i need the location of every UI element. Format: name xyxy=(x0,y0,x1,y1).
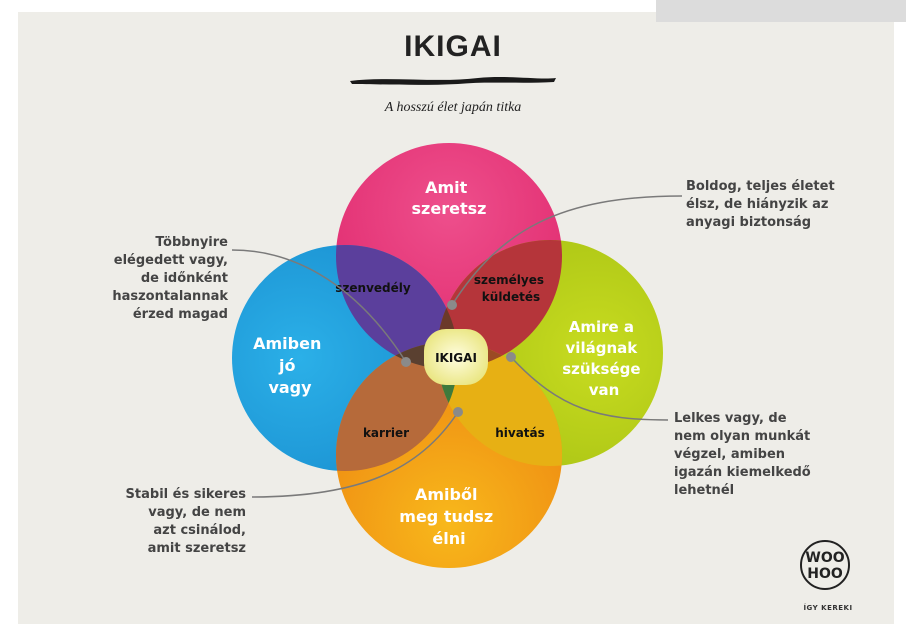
callout-line-bottom-right xyxy=(510,356,669,421)
callout-dot-bottom-right xyxy=(506,352,516,362)
logo-tagline: ÍGY KEREKI xyxy=(803,604,853,612)
label-world-needs: Amire a világnak szüksége van xyxy=(562,318,646,399)
label-vocation: hivatás xyxy=(495,426,545,440)
page-subtitle: A hosszú élet japán titka xyxy=(384,100,522,115)
note-bottom-right: Lelkes vagy, de nem olyan munkát végzel,… xyxy=(674,411,811,498)
ikigai-center xyxy=(424,329,488,385)
note-bottom-left: Stabil és sikeres vagy, de nem azt csiná… xyxy=(125,487,246,556)
note-top-left: Többnyire elégedett vagy, de időnként ha… xyxy=(112,235,228,322)
page-corner xyxy=(656,0,906,22)
callout-dot-top-left xyxy=(401,357,411,367)
label-mission: személyes küldetés xyxy=(474,273,548,304)
callout-line-top-right xyxy=(451,195,683,306)
callout-dot-bottom-left xyxy=(453,407,463,417)
callout-line-top-left xyxy=(231,249,407,363)
label-profession: karrier xyxy=(363,426,409,440)
brush-stroke-divider xyxy=(350,77,556,85)
callout-dot-top-right xyxy=(447,300,457,310)
label-paid-for: Amiből meg tudsz élni xyxy=(399,485,498,548)
page-title: IKIGAI xyxy=(404,30,502,63)
label-ikigai-center: IKIGAI xyxy=(435,351,477,365)
note-top-right: Boldog, teljes életet élsz, de hiányzik … xyxy=(686,179,835,230)
woohoo-logo: WOO HOO xyxy=(800,540,850,590)
label-passion: szenvedély xyxy=(335,281,411,295)
callout-line-bottom-left xyxy=(251,411,459,498)
label-good-at: Amiben jó vagy xyxy=(253,334,327,397)
label-love: Amit szeretsz xyxy=(412,178,487,218)
